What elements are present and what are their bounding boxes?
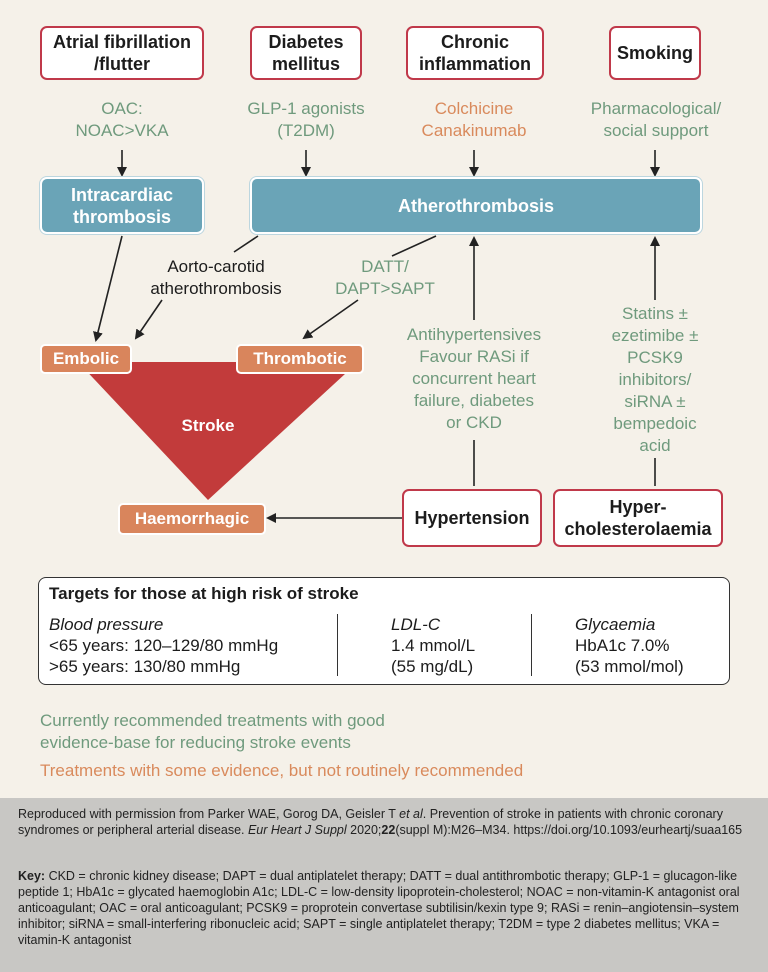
glycaemia-label: Glycaemia	[575, 615, 656, 634]
risk-factor-diabetes: Diabetes mellitus	[250, 26, 362, 80]
risk-factor-af: Atrial fibrillation /flutter	[40, 26, 204, 80]
risk-factor-smoking: Smoking	[609, 26, 701, 80]
treatment-oac: OAC: NOAC>VKA	[75, 99, 169, 140]
targets-divider-2	[531, 614, 532, 676]
bp-label: Blood pressure	[49, 615, 164, 634]
targets-divider-1	[337, 614, 338, 676]
ldl-label: LDL-C	[391, 615, 441, 634]
treatment-antihypertensives: Antihypertensives Favour RASi if concurr…	[406, 325, 542, 432]
legend-green: Currently recommended treatments with go…	[40, 711, 385, 752]
intracardiac-thrombosis-box: Intracardiac thrombosis	[40, 177, 204, 234]
ldl-values: 1.4 mmol/L (55 mg/dL)	[391, 636, 476, 676]
reproduced-text: Reproduced with permission from Parker W…	[18, 807, 743, 837]
stroke-type-thrombotic: Thrombotic	[236, 344, 364, 374]
key-text: Key: CKD = chronic kidney disease; DAPT …	[18, 869, 740, 947]
targets-title: Targets for those at high risk of stroke	[49, 584, 359, 603]
atherothrombosis-box: Atherothrombosis	[250, 177, 702, 234]
glycaemia-values: HbA1c 7.0% (53 mmol/mol)	[575, 636, 684, 676]
diagram-arrows	[78, 150, 660, 523]
aorto-carotid-label: Aorto-carotid atherothrombosis	[150, 257, 282, 298]
legend-orange: Treatments with some evidence, but not r…	[40, 761, 524, 780]
bp-values: <65 years: 120–129/80 mmHg >65 years: 13…	[49, 636, 279, 676]
risk-factor-hypertension: Hypertension	[402, 489, 542, 547]
stroke-triangle	[78, 362, 358, 500]
risk-factor-hypercholesterolaemia: Hyper- cholesterolaemia	[553, 489, 723, 547]
treatment-colchicine: Colchicine Canakinumab	[421, 99, 527, 140]
footer: Reproduced with permission from Parker W…	[0, 798, 768, 972]
treatment-datt: DATT/ DAPT>SAPT	[335, 257, 435, 298]
treatment-statins: Statins ± ezetimibe ± PCSK9 inhibitors/ …	[611, 304, 699, 455]
risk-factor-inflammation: Chronic inflammation	[406, 26, 544, 80]
stroke-type-haemorrhagic: Haemorrhagic	[118, 503, 266, 535]
stroke-label: Stroke	[181, 416, 235, 435]
targets-box: Targets for those at high risk of stroke…	[38, 577, 730, 685]
treatment-glp1: GLP-1 agonists (T2DM)	[247, 99, 365, 140]
stroke-type-embolic: Embolic	[40, 344, 132, 374]
treatment-pharma: Pharmacological/ social support	[590, 99, 722, 140]
